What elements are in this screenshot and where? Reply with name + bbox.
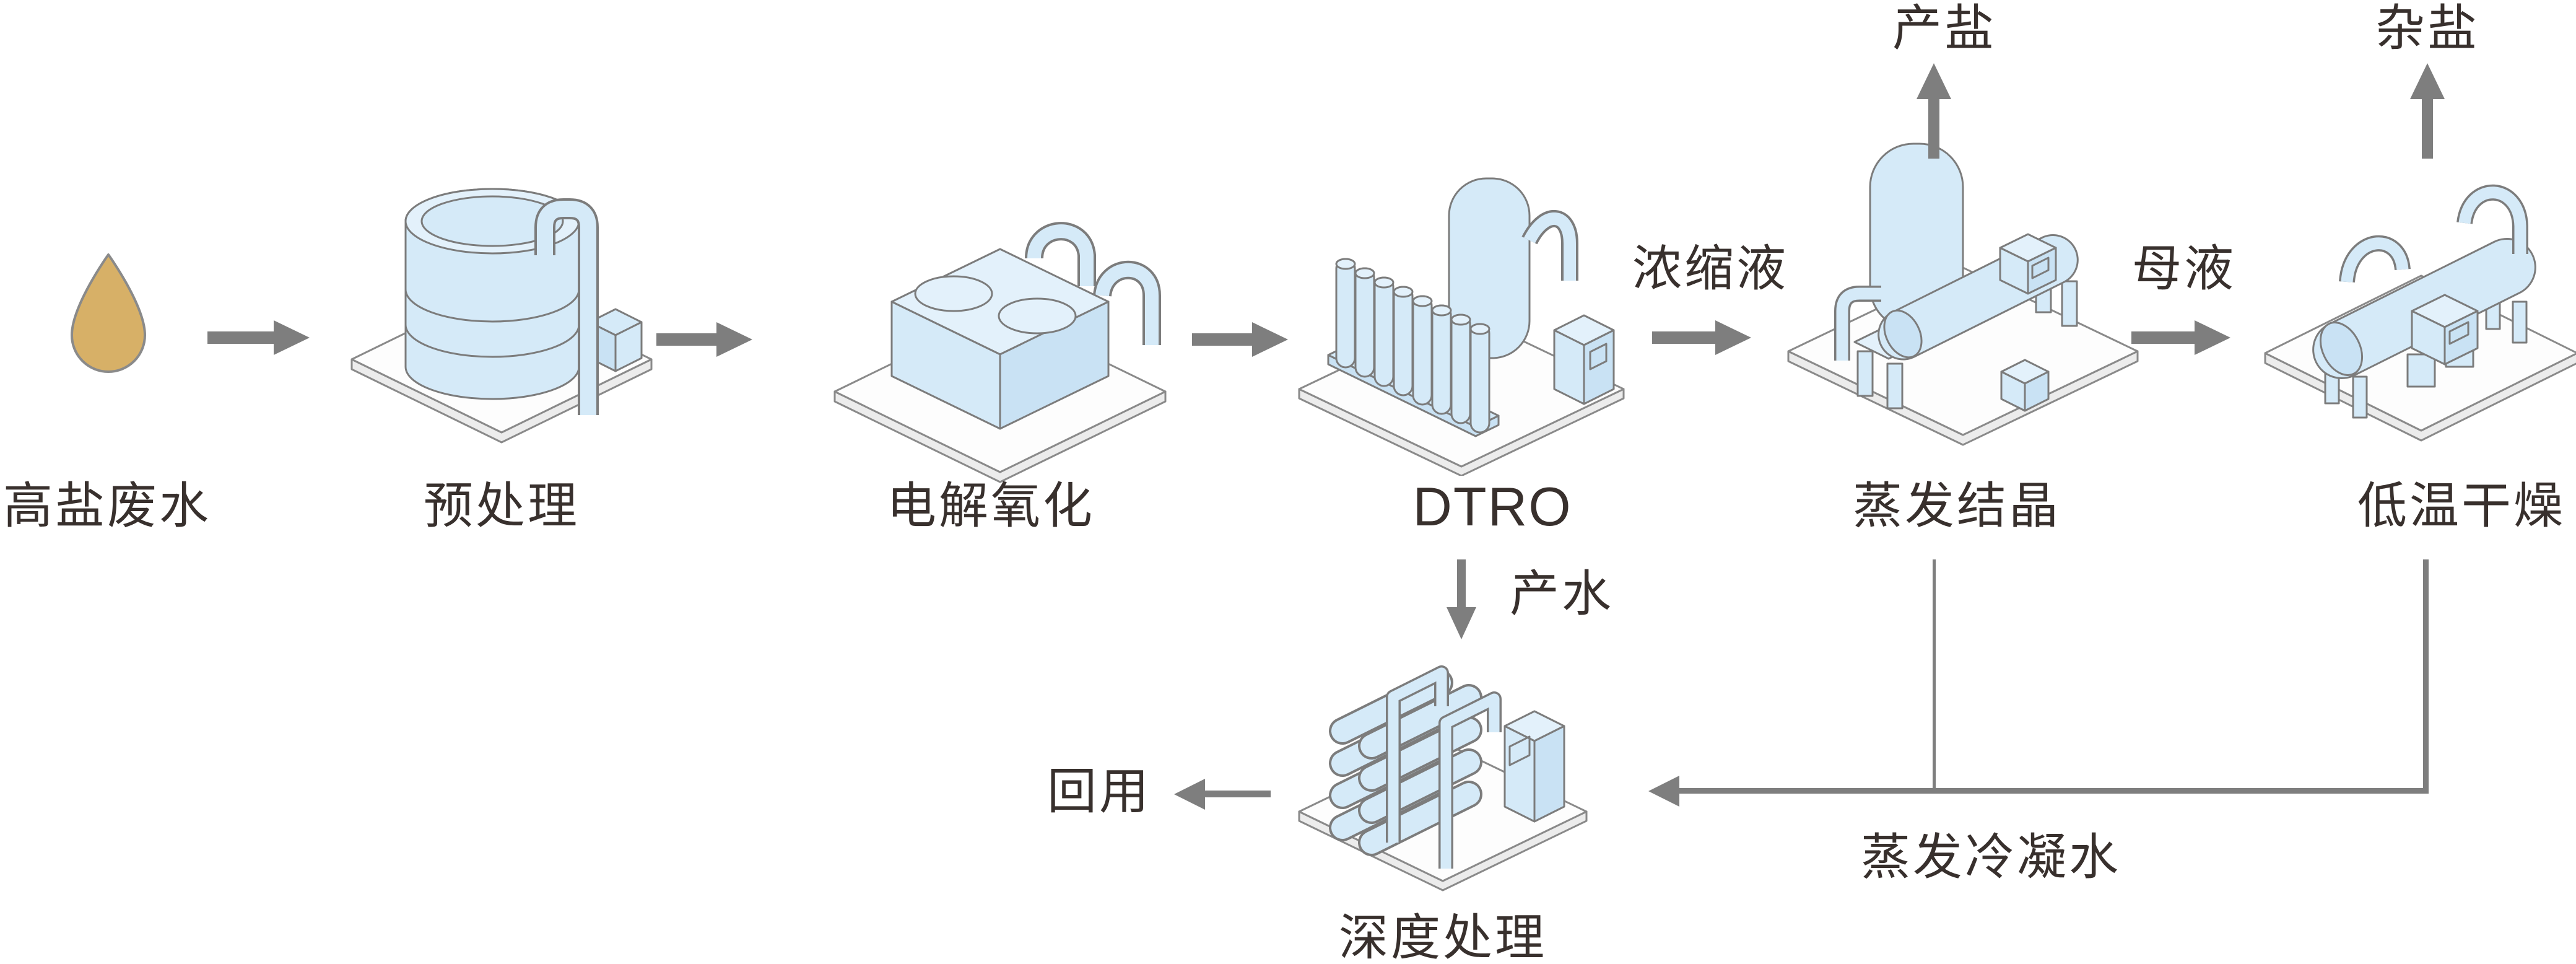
- cabinet-panel: [1589, 343, 1608, 370]
- station-label-drying: 低温干燥: [2357, 478, 2565, 533]
- cell-port: [998, 297, 1077, 335]
- low-temp-dryer-icon: [2264, 184, 2576, 442]
- arrow-right-electro-to-dtro-icon: [1192, 333, 1252, 346]
- storage-tank-icon: [350, 188, 653, 444]
- condensate-line-to-polishing: [1679, 788, 2429, 794]
- pump-block: [2000, 359, 2050, 412]
- arrow-up-mixed-salt-icon: [2422, 99, 2433, 159]
- station-label-pretreatment: 预处理: [424, 478, 580, 533]
- bench-leg: [2061, 280, 2078, 327]
- bench-leg: [2352, 375, 2368, 419]
- membrane-tubes: [1335, 258, 1490, 434]
- arrow-right-mother-liquor-icon: [2131, 331, 2195, 344]
- cell-port: [914, 275, 993, 312]
- station-label-polishing: 深度处理: [1339, 910, 1547, 964]
- station-label-evaporation: 蒸发结晶: [1853, 478, 2061, 533]
- station-label-electrooxidation: 电解氧化: [887, 478, 1095, 533]
- condensate-line-from-evaporator: [1933, 559, 1936, 788]
- arrow-right-concentrate-icon: [1652, 331, 1715, 344]
- stream-label-product-salt: 产盐: [1892, 1, 1996, 56]
- polishing-membrane-rack-icon: [1298, 665, 1588, 892]
- stream-label-product-water: 产水: [1510, 566, 1614, 621]
- vessel-box: [1999, 233, 2057, 295]
- arrow-down-product-water-icon: [1457, 559, 1466, 607]
- stream-label-reuse: 回用: [1047, 764, 1151, 819]
- droplet-shape: [71, 253, 146, 373]
- stream-label-mother-liquor: 母液: [2132, 241, 2236, 296]
- condensate-line-from-dryer: [2423, 559, 2429, 790]
- dryer-box: [2411, 294, 2479, 366]
- station-label-feed: 高盐废水: [3, 478, 211, 533]
- bench-leg: [1886, 362, 1904, 410]
- arrow-up-product-salt-icon: [1928, 99, 1939, 159]
- evaporator-crystallizer-icon: [1787, 142, 2139, 446]
- drum-end: [2319, 322, 2364, 376]
- arrow-right-feed-to-pretreatment-icon: [207, 331, 274, 344]
- stream-label-mixed-salt: 杂盐: [2375, 1, 2479, 56]
- vessel-end: [1883, 309, 1923, 359]
- bench-leg: [2512, 300, 2528, 344]
- station-label-dtro: DTRO: [1412, 476, 1572, 537]
- control-cabinet: [1503, 710, 1565, 823]
- arrow-left-reuse-icon: [1205, 791, 1271, 797]
- stream-label-concentrate: 浓缩液: [1632, 241, 1788, 296]
- arrow-right-pretreatment-to-electro-icon: [656, 333, 716, 346]
- dtro-membrane-skid-icon: [1298, 177, 1625, 476]
- water-drop-icon: [71, 253, 146, 373]
- stream-label-condensate: 蒸发冷凝水: [1861, 830, 2121, 885]
- bench-leg: [1856, 350, 1874, 397]
- support-block: [2406, 353, 2436, 388]
- electrolysis-unit-icon: [833, 222, 1167, 483]
